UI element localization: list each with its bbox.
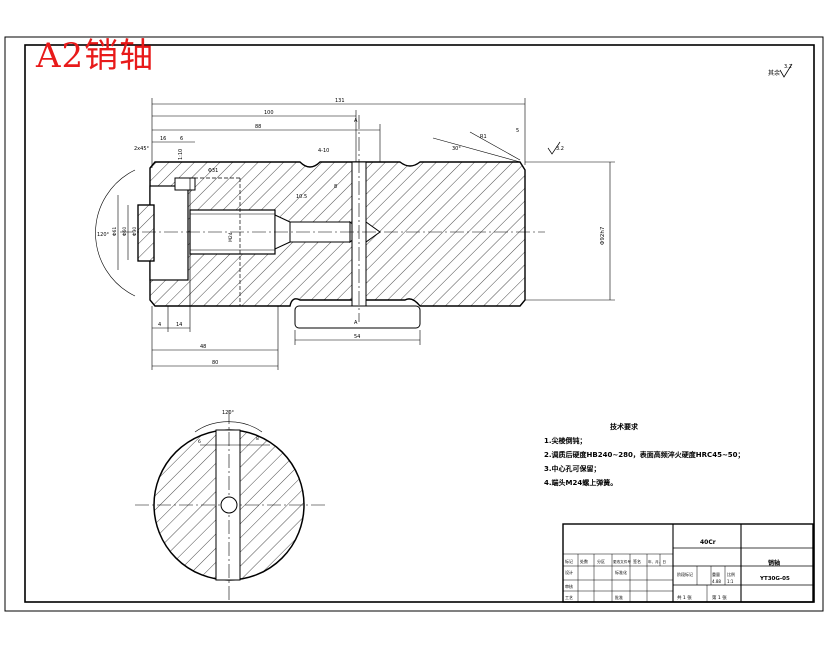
tb-sheets: 共 1 张 (677, 594, 692, 601)
tb-hdr-mark: 标记 (565, 558, 573, 564)
dim-chamfer: 2x45° (134, 146, 150, 152)
section-a-bottom: A (354, 320, 358, 326)
tb-weight: 4.88 (712, 579, 721, 584)
section-dim-right: 8 (256, 436, 259, 442)
note-item: 2.调质后硬度HB240~280，表面高频淬火硬度HRC45~50； (544, 451, 745, 459)
outer-border (4, 36, 824, 612)
roughness-symbol: 其余 3.2 (768, 63, 793, 78)
dim-16: 16 (160, 136, 166, 142)
dim-6: 6 (180, 136, 183, 142)
drawing-title: A2销轴 (36, 36, 155, 76)
svg-text:3.2: 3.2 (784, 64, 792, 70)
tb-material: 40Cr (700, 539, 716, 546)
dim-phi61: Φ61 (112, 227, 118, 236)
note-item: 4.端头M24螺上弹簧。 (544, 479, 618, 487)
dim-bore: Φ31 (208, 168, 218, 174)
dim-80: 80 (212, 360, 218, 366)
dim-3p2: 3.2 (556, 146, 564, 152)
dim-30deg: 30° (452, 146, 461, 152)
tb-weight-label: 重量 (712, 571, 720, 577)
tb-hdr-sign: 签名 (633, 558, 641, 564)
dim-phi30: Φ30 (132, 227, 138, 236)
dim-54: 54 (354, 334, 360, 340)
dim-88: 88 (255, 124, 261, 130)
tb-standard: 标准化 (615, 569, 627, 575)
tb-craft: 工艺 (565, 595, 573, 600)
section-angle: 120° (222, 410, 235, 416)
section-aa-view (135, 410, 325, 600)
dim-14: 14 (176, 322, 182, 328)
dim-5: 5 (516, 128, 519, 134)
title-block (562, 523, 814, 603)
bottom-dimensions (151, 306, 421, 370)
tb-drawing-no: YT30G-05 (759, 576, 790, 582)
dim-slot: 8 (334, 184, 337, 190)
section-a-top: A (354, 118, 358, 124)
note-item: 1.尖棱倒钝； (544, 437, 587, 445)
dim-131: 131 (335, 98, 345, 104)
tb-sheet-no: 第 1 张 (712, 594, 727, 601)
tb-part-name: 销轴 (768, 559, 780, 567)
tb-stage: 阶段标记 (677, 571, 693, 577)
pin-neck (149, 185, 189, 281)
dim-48: 48 (200, 344, 206, 350)
notes-title: 技术要求 (610, 423, 638, 431)
dim-phi60: Φ60 (122, 227, 128, 236)
section-dim-left: 6 (198, 439, 201, 445)
tb-approve: 批准 (615, 594, 623, 600)
main-section-view (120, 115, 545, 329)
tb-hdr-count: 处数 (580, 558, 588, 564)
dim-r1: R1 (480, 134, 487, 140)
tb-hdr-zone: 分区 (597, 558, 605, 564)
note-item: 3.中心孔可保留； (544, 465, 601, 473)
tb-hdr-date: 年、月、日 (648, 559, 666, 564)
dim-angle-120: 120° (97, 232, 110, 238)
tb-scale-label: 比例 (727, 571, 735, 577)
svg-text:其余: 其余 (768, 69, 780, 77)
dim-m24: M24 (228, 232, 234, 242)
dim-groove: 4-10 (318, 148, 329, 154)
tb-scale: 1:1 (727, 579, 734, 584)
dim-4: 4 (158, 322, 161, 328)
tb-hdr-change: 更改文件号 (613, 559, 631, 564)
tb-review: 审核 (565, 583, 573, 589)
dim-depth: 10.5 (296, 194, 307, 200)
dim-100: 100 (264, 110, 274, 116)
tb-design: 设计 (565, 569, 573, 575)
inner-frame (24, 44, 815, 603)
dim-fit: Φ92h7 (600, 226, 606, 245)
top-dimensions (151, 98, 526, 168)
dim-taper: 1:10 (178, 149, 184, 160)
